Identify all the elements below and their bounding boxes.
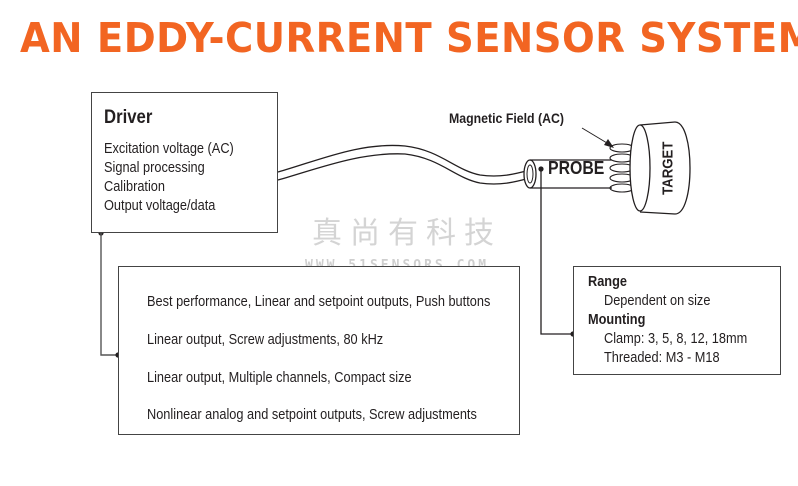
range-value: Dependent on size — [604, 293, 711, 309]
probe-end-inner — [526, 164, 534, 184]
mounting-item: Clamp: 3, 5, 8, 12, 18mm — [604, 331, 748, 347]
driver-heading: Driver — [104, 107, 153, 128]
watermark-chinese: 真尚有科技 — [312, 216, 502, 251]
magnetic-field-label: Magnetic Field (AC) — [449, 110, 564, 126]
driver-box: Driver Excitation voltage (AC) Signal pr… — [91, 92, 278, 233]
driver-model-item: Best performance, Linear and setpoint ou… — [147, 294, 491, 310]
driver-model-item: Nonlinear analog and setpoint outputs, S… — [147, 407, 477, 423]
target-disc — [629, 121, 691, 215]
mounting-item: Threaded: M3 - M18 — [604, 350, 720, 366]
probe-label: PROBE — [548, 158, 605, 178]
driver-model-item: Linear output, Multiple channels, Compac… — [147, 370, 412, 386]
driver-feature: Excitation voltage (AC) — [104, 141, 234, 157]
cable-inner — [277, 153, 531, 185]
cable-outer — [277, 144, 531, 177]
probe-connector — [540, 169, 573, 335]
driver-connector — [100, 233, 118, 356]
page-title: AN EDDY-CURRENT SENSOR SYSTEM — [20, 14, 798, 62]
mounting-heading: Mounting — [588, 312, 646, 328]
driver-model-item: Linear output, Screw adjustments, 80 kHz — [147, 332, 384, 348]
target-label: TARGET — [659, 141, 677, 195]
range-heading: Range — [588, 274, 628, 290]
probe-specs-box: Range Dependent on size Mounting Clamp: … — [573, 266, 781, 375]
driver-feature: Signal processing — [104, 160, 205, 176]
driver-models-box: Best performance, Linear and setpoint ou… — [118, 266, 520, 435]
driver-feature: Output voltage/data — [104, 198, 216, 214]
probe-end-ellipse — [523, 159, 537, 189]
driver-feature: Calibration — [104, 179, 166, 195]
